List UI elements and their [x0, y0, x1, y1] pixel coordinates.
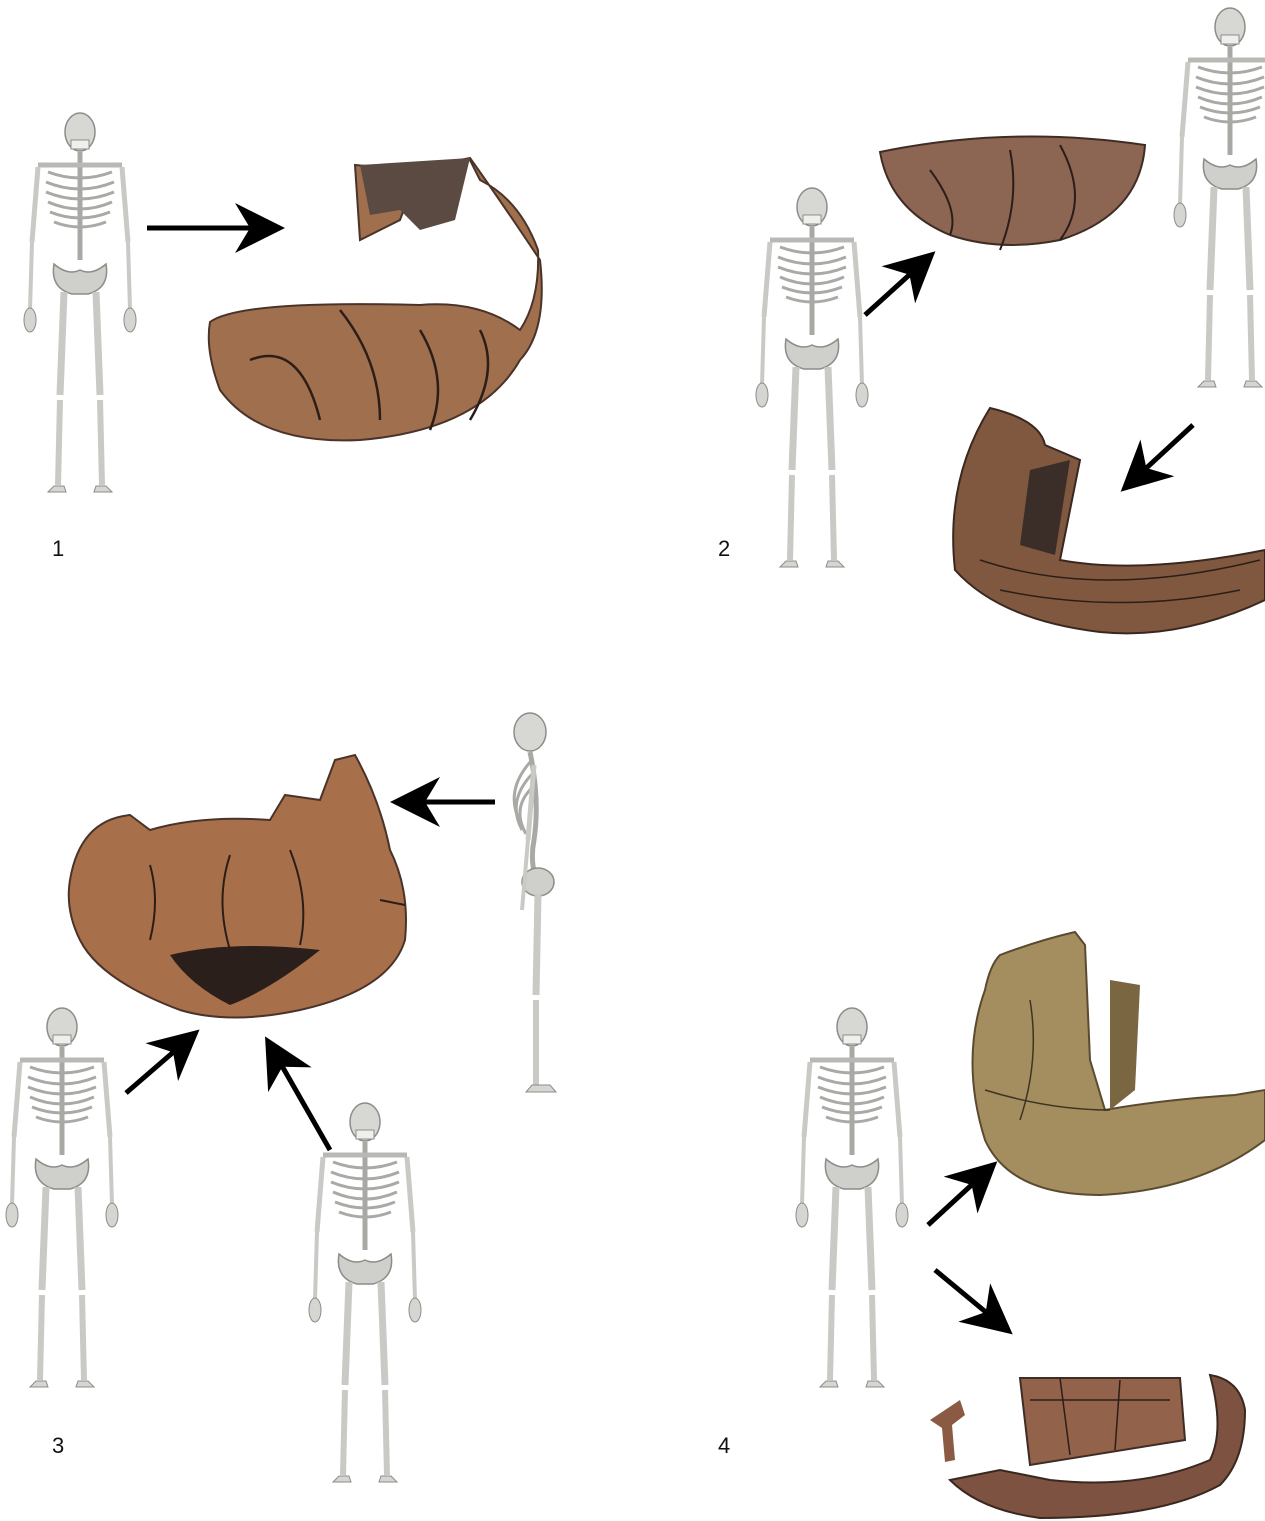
panel-2: 2	[718, 8, 1265, 633]
panel-3: 3	[6, 713, 556, 1482]
skeleton-figure	[309, 1103, 421, 1482]
arrow	[865, 258, 928, 315]
pottery-vessel-fragment	[953, 408, 1265, 633]
pottery-vessel	[209, 158, 542, 440]
panel-4: 4	[718, 932, 1265, 1518]
pottery-vessel	[69, 755, 406, 1018]
arrow	[928, 1168, 990, 1225]
skeleton-figure	[1174, 8, 1265, 387]
panel-label-2: 2	[718, 536, 730, 561]
panel-label-4: 4	[718, 1433, 730, 1458]
pottery-vessel-olive	[973, 932, 1265, 1195]
pottery-vessel-reconstructed	[930, 1375, 1245, 1518]
arrow	[270, 1045, 330, 1150]
skeleton-figure	[24, 113, 136, 492]
skeleton-figure	[6, 1008, 118, 1387]
arrow	[126, 1036, 192, 1093]
skeleton-figure-side	[514, 713, 556, 1092]
panel-label-3: 3	[52, 1433, 64, 1458]
arrow	[1128, 425, 1193, 485]
arrow	[935, 1270, 1005, 1328]
skeleton-figure	[796, 1008, 908, 1387]
panel-label-1: 1	[52, 536, 64, 561]
pottery-bowl-shallow	[880, 136, 1145, 250]
skeleton-figure	[756, 188, 868, 567]
panel-1: 1	[24, 113, 542, 561]
